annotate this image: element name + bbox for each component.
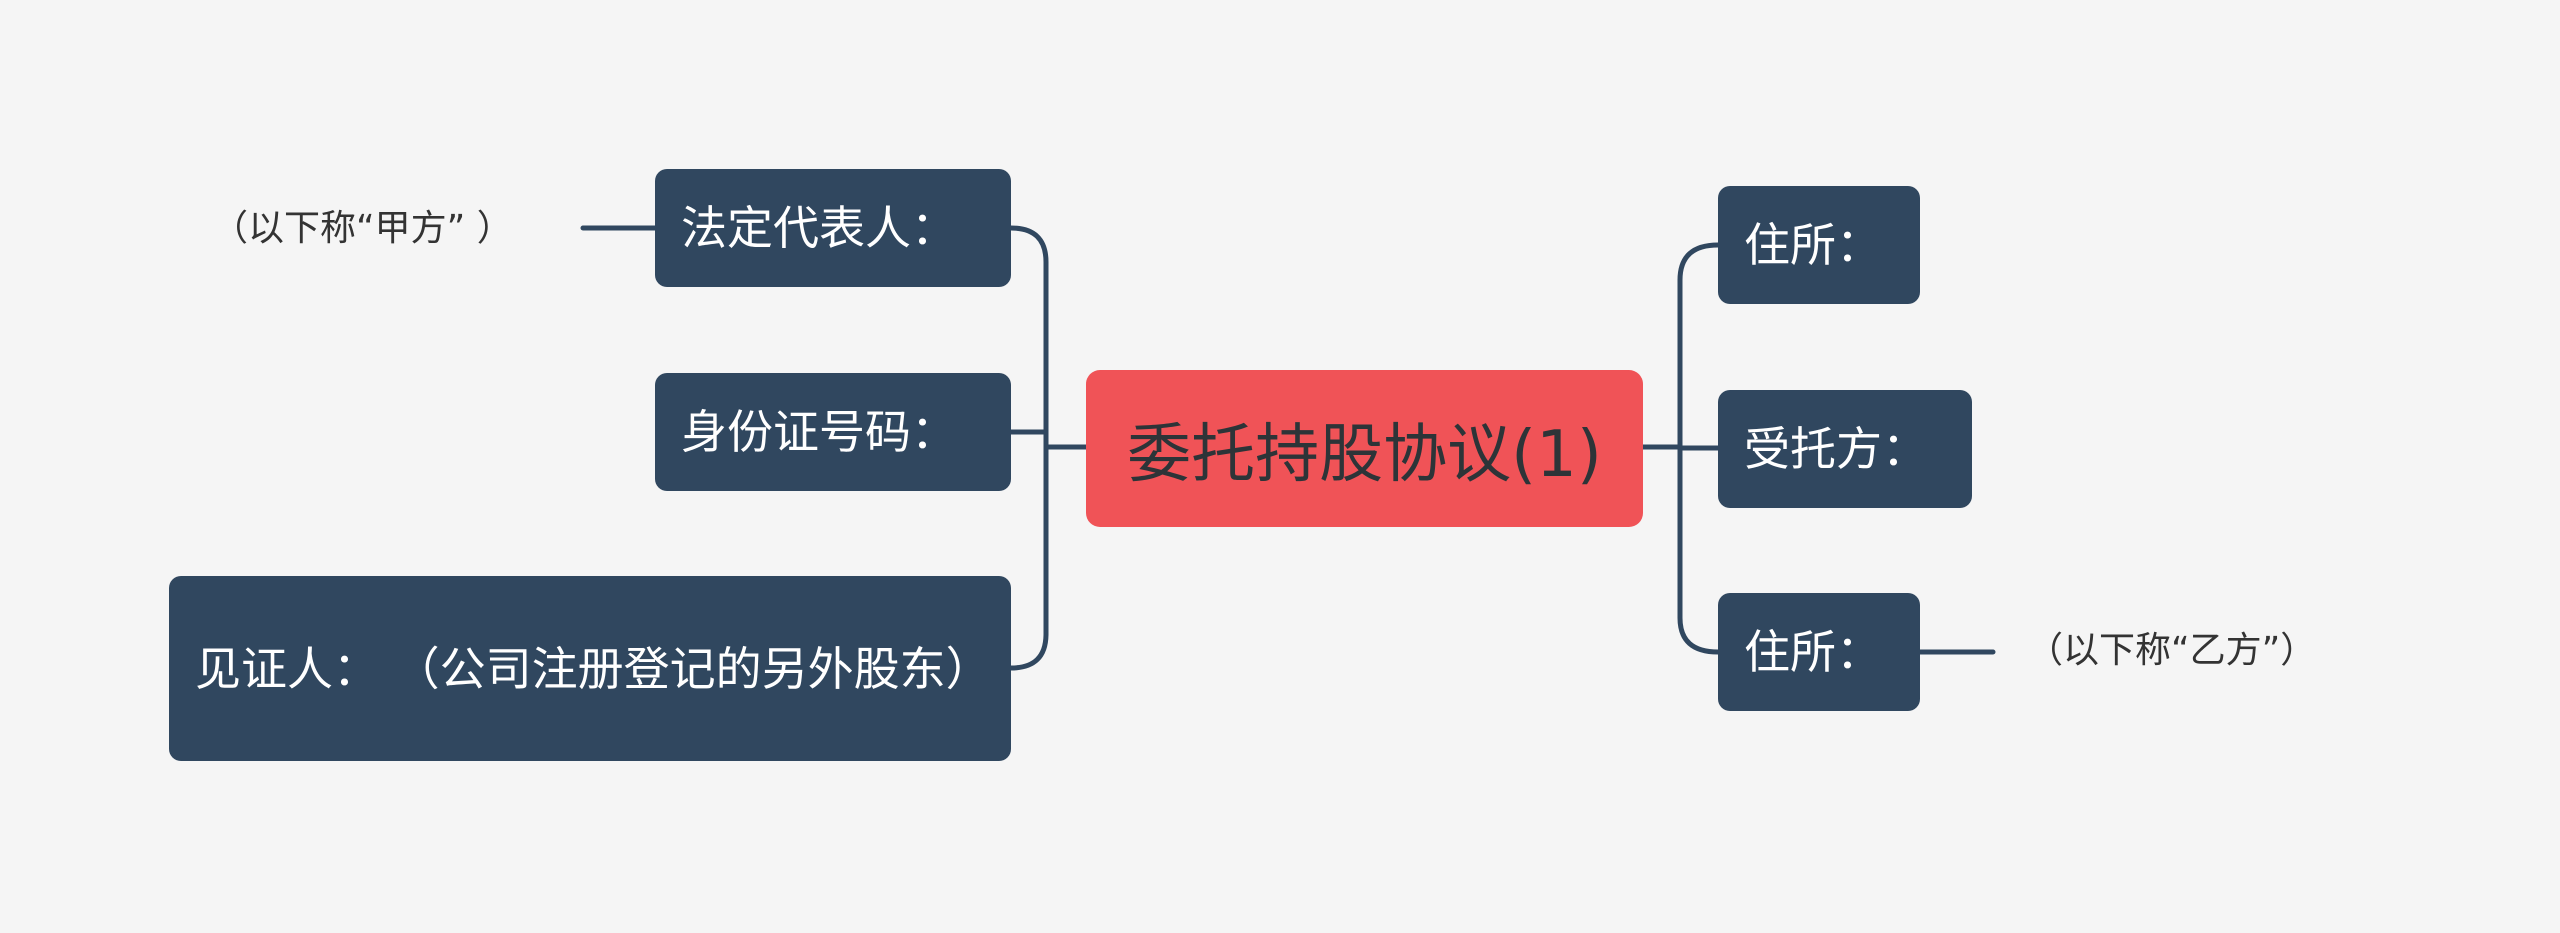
node-address-1-label: 住所： bbox=[1744, 218, 1882, 272]
note-party-b: （以下称“乙方”） bbox=[2027, 630, 2317, 671]
note-party-a: （以下称“甲方” ） bbox=[212, 208, 513, 249]
node-trustee-label: 受托方： bbox=[1744, 422, 1928, 476]
node-address-2[interactable]: 住所： bbox=[1718, 593, 1920, 711]
root-topic-label: 委托持股协议(1) bbox=[1127, 417, 1602, 492]
node-legal-representative-label: 法定代表人： bbox=[681, 201, 957, 255]
node-legal-representative[interactable]: 法定代表人： bbox=[655, 169, 1011, 287]
node-trustee[interactable]: 受托方： bbox=[1718, 390, 1972, 508]
node-id-number[interactable]: 身份证号码： bbox=[655, 373, 1011, 491]
connector-left-spine bbox=[1008, 225, 1049, 671]
node-witness-label: 见证人： （公司注册登记的另外股东） bbox=[195, 641, 992, 696]
node-address-2-label: 住所： bbox=[1744, 625, 1882, 679]
node-witness[interactable]: 见证人： （公司注册登记的另外股东） bbox=[169, 576, 1011, 761]
node-address-1[interactable]: 住所： bbox=[1718, 186, 1920, 304]
root-topic[interactable]: 委托持股协议(1) bbox=[1086, 370, 1643, 527]
node-id-number-label: 身份证号码： bbox=[681, 405, 957, 459]
